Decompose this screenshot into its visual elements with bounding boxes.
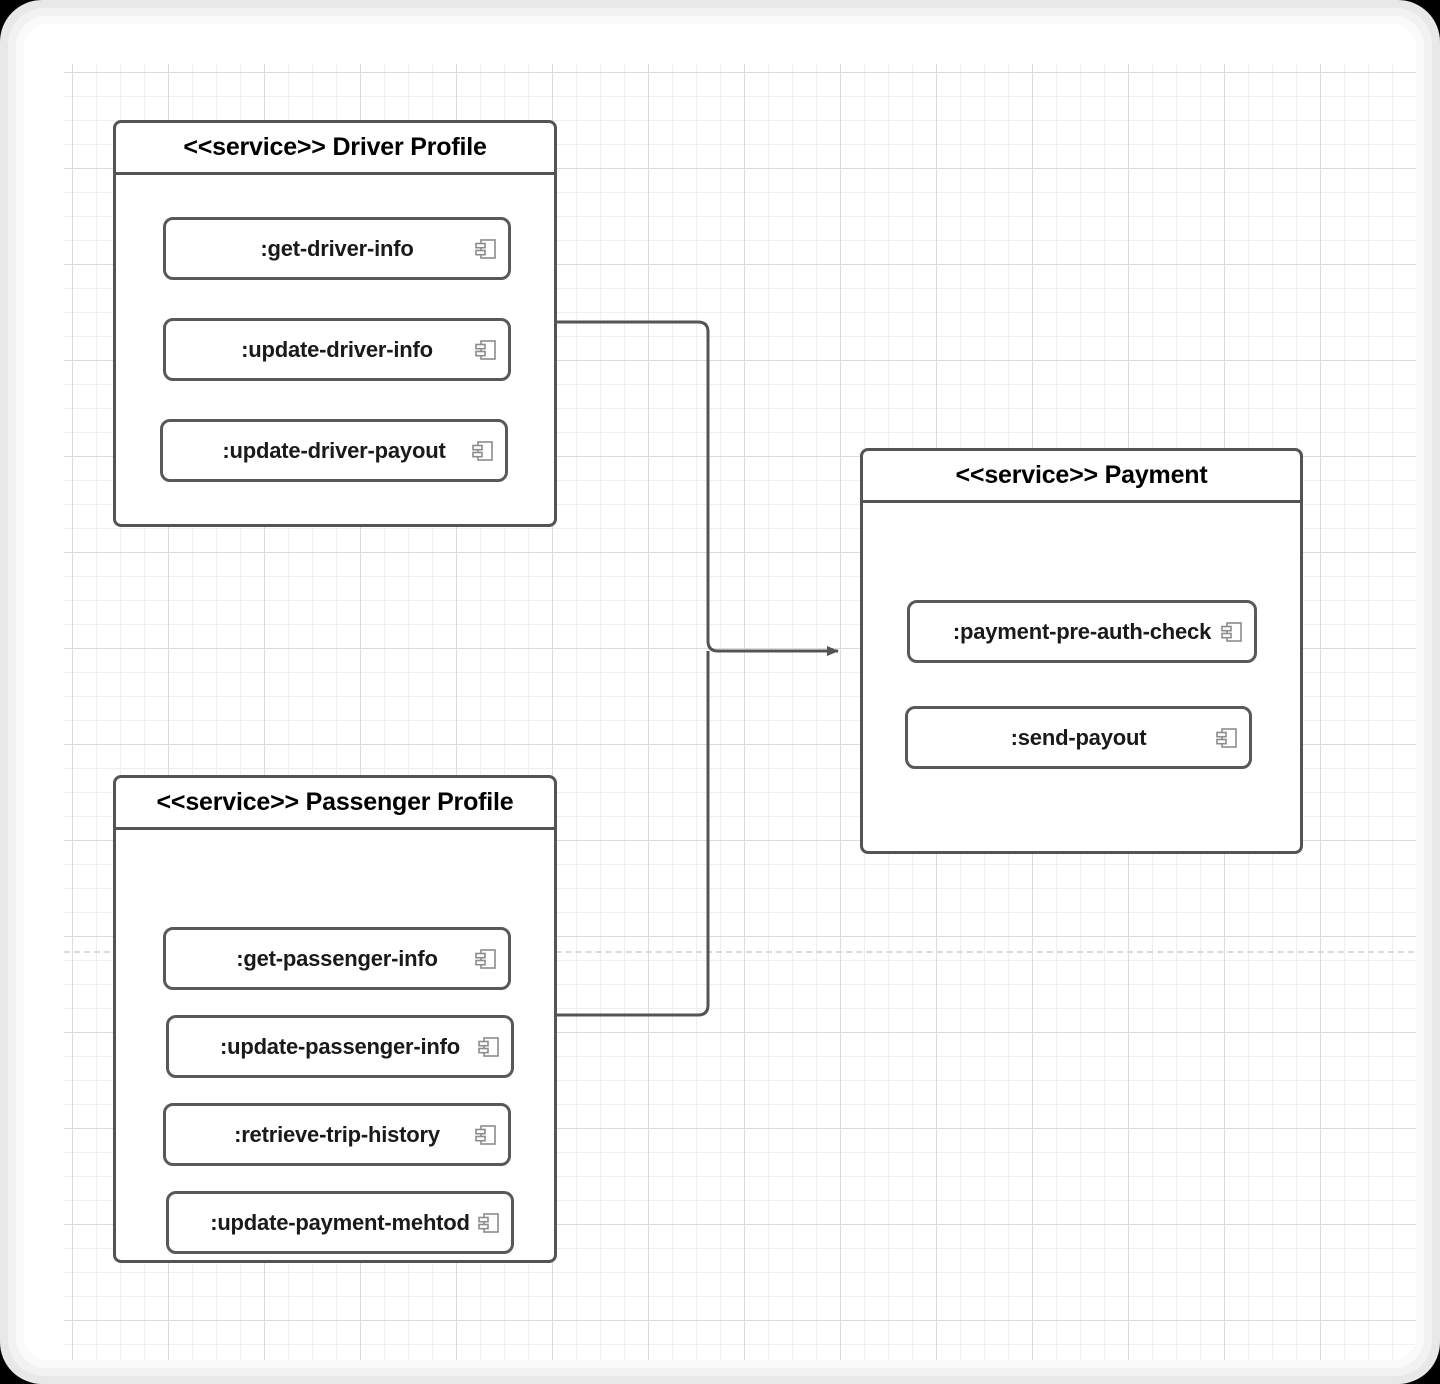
interface-label: :get-passenger-info [236,945,438,971]
uml-component-icon [475,948,496,969]
interface-box-get-passenger-info[interactable]: :get-passenger-info [163,927,511,990]
interface-label: :update-driver-info [241,336,433,362]
uml-component-icon [478,1212,499,1233]
interface-box-update-payment-mehtod[interactable]: :update-payment-mehtod [166,1191,514,1254]
interface-box-retrieve-trip-history[interactable]: :retrieve-trip-history [163,1103,511,1166]
uml-component-icon [475,339,496,360]
service-title-passenger-profile: <<service>> Passenger Profile [156,788,514,816]
interface-label: :update-driver-payout [222,437,446,463]
interface-label: :send-payout [1010,724,1147,750]
service-box-payment[interactable]: <<service>> Payment :payment-pre-auth-ch… [860,448,1303,854]
service-header-payment: <<service>> Payment [863,451,1300,503]
interface-label: :get-driver-info [260,235,414,261]
interface-box-update-driver-payout[interactable]: :update-driver-payout [160,419,508,482]
uml-component-icon [472,440,493,461]
service-header-passenger-profile: <<service>> Passenger Profile [116,778,554,830]
interface-box-update-passenger-info[interactable]: :update-passenger-info [166,1015,514,1078]
service-title-driver-profile: <<service>> Driver Profile [183,133,487,161]
interface-box-payment-pre-auth-check[interactable]: :payment-pre-auth-check [907,600,1257,663]
alignment-guide-horizontal [64,951,1416,953]
interface-label: :update-payment-mehtod [210,1209,470,1235]
service-box-driver-profile[interactable]: <<service>> Driver Profile :get-driver-i… [113,120,557,527]
interface-label: :payment-pre-auth-check [952,618,1212,644]
interface-box-update-driver-info[interactable]: :update-driver-info [163,318,511,381]
service-title-payment: <<service>> Payment [955,461,1208,489]
interface-box-send-payout[interactable]: :send-payout [905,706,1252,769]
uml-component-icon [475,1124,496,1145]
interface-label: :retrieve-trip-history [234,1121,440,1147]
uml-component-icon [1216,727,1237,748]
interface-label: :update-passenger-info [219,1033,461,1059]
uml-component-icon [478,1036,499,1057]
interface-box-get-driver-info[interactable]: :get-driver-info [163,217,511,280]
service-box-passenger-profile[interactable]: <<service>> Passenger Profile :get-passe… [113,775,557,1263]
uml-component-icon [475,238,496,259]
uml-component-icon [1221,621,1242,642]
service-header-driver-profile: <<service>> Driver Profile [116,123,554,175]
